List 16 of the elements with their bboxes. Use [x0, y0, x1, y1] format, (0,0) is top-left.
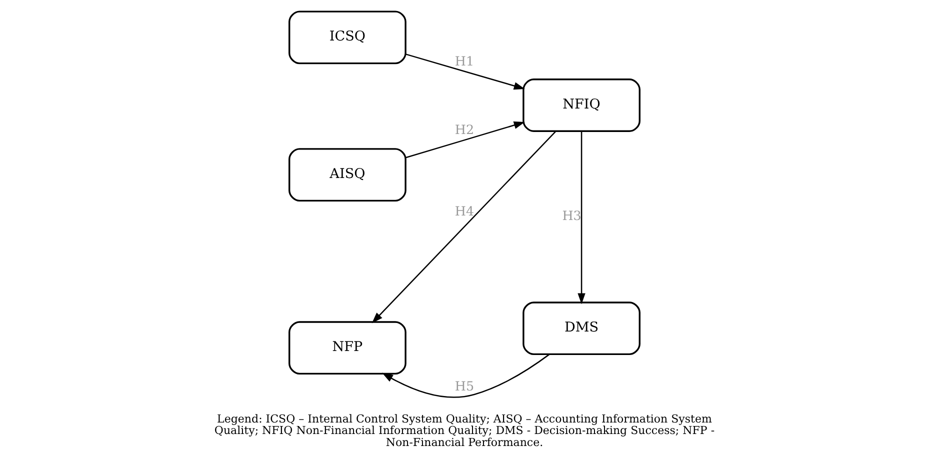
node-box: NFIQ [522, 78, 640, 132]
arrow [372, 130, 556, 324]
edge-label: H4 [454, 204, 474, 219]
edge-label: H2 [454, 122, 474, 138]
node-box: ICSQ [288, 10, 406, 64]
arrow [578, 131, 586, 304]
arrow [406, 121, 525, 158]
edge-label: H1 [454, 53, 474, 68]
caption: Legend: ICSQ – Internal Control System Quality; AISQ – Accounting Information System Quality; NFIQ Non-Financial Information Quality; DMS - Decision-making Success; NFP - Non-Financial Performance. [214, 412, 715, 449]
arrow [382, 354, 550, 398]
edge-label: H5 [454, 378, 474, 394]
node-box: DMS [522, 302, 640, 356]
node-box: AISQ [288, 148, 406, 202]
node-box: NFP [288, 321, 406, 375]
edge-label: H3 [562, 208, 582, 223]
arrow [406, 54, 525, 90]
